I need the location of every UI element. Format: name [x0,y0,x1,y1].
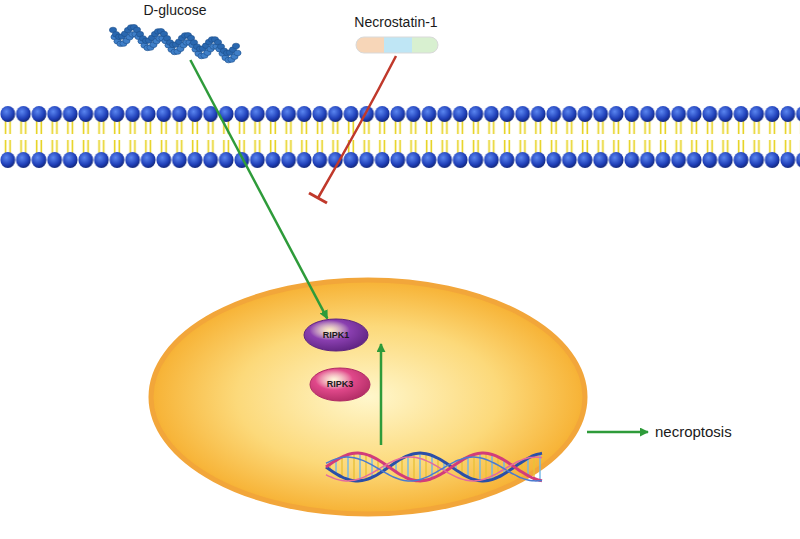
base-pair [533,455,534,478]
agent-node: D-glucose [108,2,242,60]
glucose-unit [234,50,241,56]
protein-outline [310,368,370,401]
protein-outline [304,319,368,351]
expression-arrow [380,344,383,445]
base-pair [407,456,408,479]
node-label: RIPK1 [323,330,350,340]
base-pair [497,457,498,478]
base-pair [359,453,360,481]
node-label: RIPK3 [327,379,354,389]
dna-helix [326,453,542,481]
cell [151,280,585,514]
base-pair [527,458,528,476]
protein-ellipse: RIPK1 [303,318,369,352]
dna-strand [326,453,542,481]
glucose-chain [109,24,241,62]
agent-node: Necrostatin-1 [350,14,441,56]
base-pair [347,455,348,480]
dna-strand [326,457,542,481]
activation-arrow [190,60,327,319]
dna-strand [326,457,542,481]
glucose-unit [232,43,239,49]
drug-capsule [356,37,438,53]
base-pair [341,457,342,477]
base-pair [419,453,420,481]
dna-strand [326,453,542,481]
node-label: Necrostatin-1 [350,14,441,30]
outcome-arrow [587,431,648,434]
cell-membrane [0,105,800,169]
base-pair [371,457,372,478]
base-pair [485,453,486,481]
outcome-label: necroptosis [655,423,732,440]
base-pair [467,457,468,477]
capsule-outline [356,37,438,53]
inhibition-bar [309,193,327,203]
base-pair [401,458,402,475]
protein-ellipse: RIPK3 [309,367,371,402]
base-pair [377,460,378,474]
node-label: D-glucose [108,2,242,18]
inhibition-line [318,56,396,198]
base-pair [473,454,474,479]
